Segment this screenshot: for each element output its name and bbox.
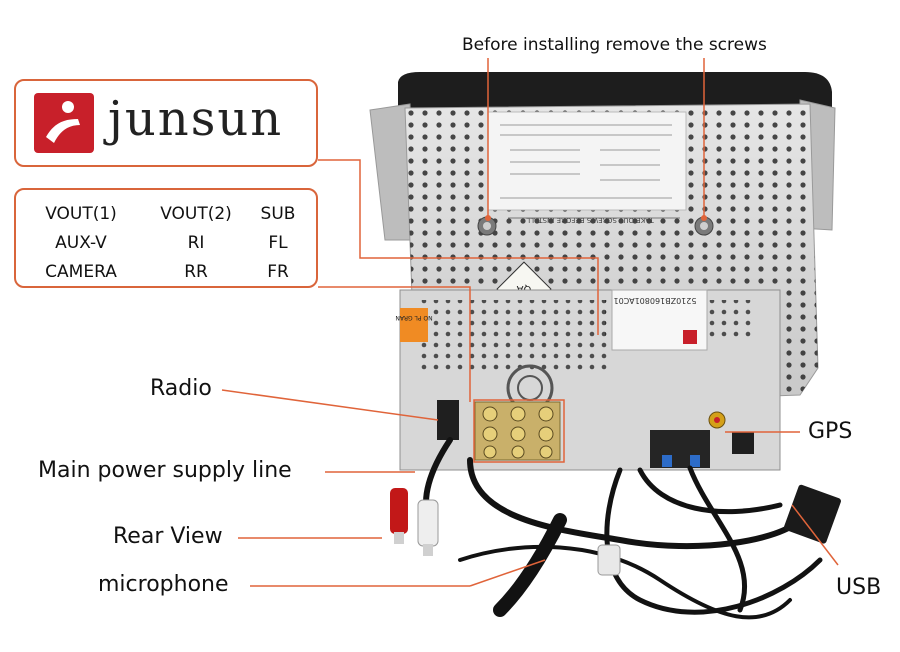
leader-lines	[221, 58, 839, 587]
spec-sticker	[487, 111, 687, 211]
output-vout2: VOUT(2)	[160, 204, 232, 224]
output-aux-v: AUX-V	[55, 233, 107, 253]
output-sub: SUB	[260, 204, 296, 224]
label-radio: Radio	[150, 376, 212, 401]
label-microphone: microphone	[98, 572, 229, 597]
top-note: Before installing remove the screws	[462, 35, 767, 55]
orange-tag	[400, 308, 428, 342]
label-main-power: Main power supply line	[38, 458, 292, 483]
black-port	[732, 432, 754, 454]
output-fr: FR	[267, 262, 289, 282]
rca-plug-red	[390, 488, 408, 534]
output-ri: RI	[187, 233, 205, 253]
outputs-box: VOUT(1) VOUT(2) SUB AUX-V RI FL CAMERA R…	[14, 188, 318, 288]
serial-text: 5210ZB160801AC01	[614, 296, 697, 305]
junsun-logo-icon	[34, 93, 94, 153]
label-usb: USB	[836, 575, 882, 600]
mic-head	[597, 544, 621, 576]
qa-text: QA	[516, 283, 531, 294]
label-rear-view: Rear View	[113, 524, 223, 549]
usb-plug	[783, 484, 841, 544]
output-fl: FL	[268, 233, 288, 253]
orange-tag-text: NO PL GRAN	[395, 314, 432, 321]
harness-connector	[650, 430, 710, 468]
rca-jacks	[482, 406, 554, 459]
output-camera: CAMERA	[45, 262, 117, 282]
front-bezel	[398, 72, 832, 112]
sticker-text: TAKE OUT SCREWS BEFORE INSTALL	[526, 216, 655, 224]
rca-plug-white	[417, 499, 439, 547]
radio-socket	[437, 400, 459, 440]
output-vout1: VOUT(1)	[45, 204, 117, 224]
brand-box: junsun	[14, 79, 318, 167]
label-gps: GPS	[808, 419, 853, 444]
output-rr: RR	[184, 262, 208, 282]
brand-name: junsun	[108, 91, 284, 147]
